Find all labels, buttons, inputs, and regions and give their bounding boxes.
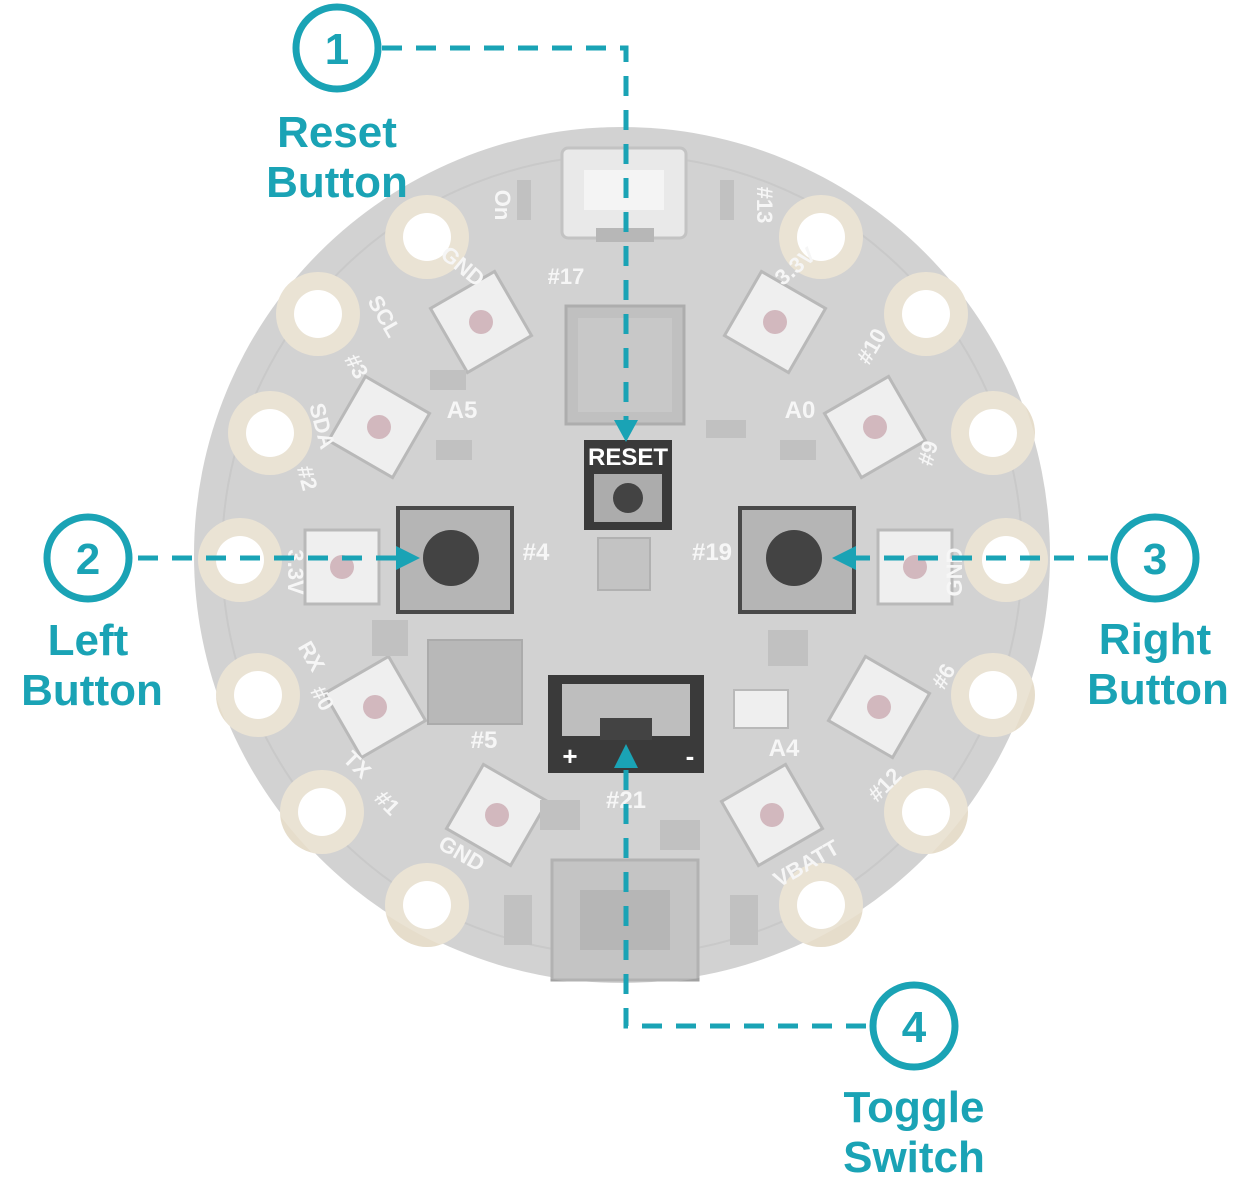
a4-silk-label: A4: [769, 735, 800, 762]
pad: [385, 195, 469, 279]
leader-toggle: [623, 758, 866, 1029]
accelerometer-chip: [597, 537, 651, 591]
pad: [228, 391, 312, 475]
reset-button-block: [584, 440, 672, 530]
a0-silk-label: A0: [785, 397, 816, 424]
neopixel-led: [719, 762, 825, 868]
arrowhead-toggle: [614, 744, 638, 768]
pin13-silk-label: #13: [752, 187, 777, 224]
callout-2: 2 Left Button: [21, 513, 163, 715]
callout-1-label-line2: Button: [266, 158, 408, 207]
edge-pads: [198, 195, 1048, 947]
callout-2-number: 2: [76, 535, 100, 584]
pin19-silk-label: #19: [692, 539, 732, 566]
on-silk-label: On: [490, 190, 515, 221]
pad: [280, 770, 364, 854]
small-components: [372, 180, 816, 945]
microphone: [733, 689, 789, 729]
arrowhead-right: [832, 546, 856, 570]
right-button[interactable]: [766, 530, 822, 586]
reset-button[interactable]: [613, 483, 643, 513]
right-button-block: [738, 506, 856, 614]
neopixel-led: [826, 654, 932, 760]
pad: [951, 391, 1035, 475]
plus-silk-label: +: [562, 741, 577, 771]
neopixel-led: [303, 528, 381, 606]
arrowhead-reset: [614, 420, 638, 442]
callout-3-label-line2: Button: [1087, 665, 1229, 714]
callout-4-label-line2: Switch: [843, 1133, 985, 1182]
neopixel-led: [822, 374, 928, 480]
speaker: [427, 639, 523, 725]
neopixel-led: [326, 374, 432, 480]
neopixel-led: [444, 762, 550, 868]
neopixels: [303, 269, 954, 868]
arrowhead-left: [396, 546, 420, 570]
neopixel-led: [722, 269, 828, 375]
callout-4-number: 4: [902, 1003, 927, 1052]
leader-reset: [382, 45, 629, 430]
callout-3-label-line1: Right: [1099, 615, 1212, 664]
a5-silk-label: A5: [447, 397, 478, 424]
minus-silk-label: -: [686, 741, 695, 771]
callout-1: 1 Reset Button: [266, 3, 408, 207]
pin5-silk-label: #5: [471, 727, 498, 754]
neopixel-led: [428, 269, 534, 375]
callout-4: 4 Toggle Switch: [843, 981, 985, 1182]
callout-4-circle: [869, 981, 959, 1071]
pin17-silk-label: #17: [548, 264, 585, 289]
pad: [779, 863, 863, 947]
callout-lines: [138, 45, 1108, 1029]
callout-4-label-line1: Toggle: [844, 1083, 985, 1132]
callout-3-number: 3: [1143, 535, 1167, 584]
callout-3-circle: [1110, 513, 1200, 603]
pad: [884, 272, 968, 356]
pad: [779, 195, 863, 279]
gnd-right-silk-label: GND: [942, 548, 967, 597]
callout-1-circle: [292, 3, 382, 93]
left-button[interactable]: [423, 530, 479, 586]
callout-arrowheads: [396, 420, 856, 768]
neopixel-led: [322, 654, 428, 760]
reset-silk-label: RESET: [588, 444, 668, 471]
callout-2-circle: [43, 513, 133, 603]
pad: [216, 653, 300, 737]
callout-1-label-line1: Reset: [277, 108, 397, 157]
pad: [276, 272, 360, 356]
pad: [385, 863, 469, 947]
board: RESET On #13 GND #17 3.3V SCL #3 #10 SDA…: [192, 125, 1052, 985]
pad: [884, 770, 968, 854]
callout-2-label-line2: Button: [21, 666, 163, 715]
neopixel-led: [876, 528, 954, 606]
toggle-switch[interactable]: [600, 718, 652, 740]
pin4-silk-label: #4: [523, 539, 550, 566]
callout-3: 3 Right Button: [1087, 513, 1229, 714]
callout-1-number: 1: [325, 25, 349, 74]
callout-2-label-line1: Left: [48, 616, 129, 665]
pad: [951, 653, 1035, 737]
